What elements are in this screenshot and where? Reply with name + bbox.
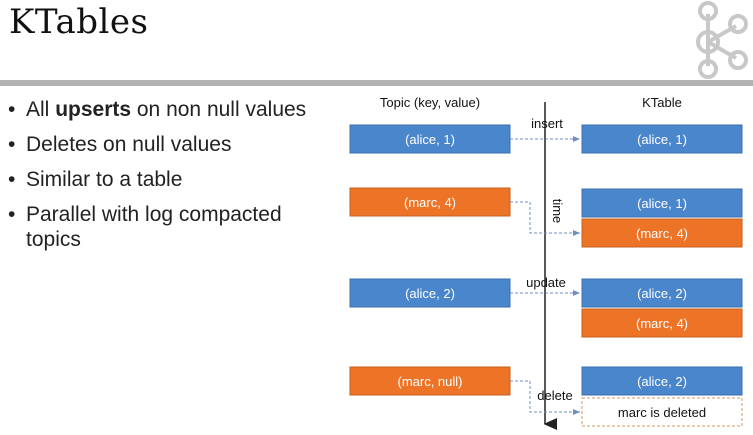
ktable-row <box>581 366 743 396</box>
header-rule <box>0 80 753 86</box>
ktable-header: KTable <box>642 95 682 110</box>
event-arrow <box>510 201 580 236</box>
ktable-row <box>581 124 743 154</box>
bullet-list: •All upserts on non null values •Deletes… <box>6 97 336 262</box>
ktable-row-label: (marc, 4) <box>636 316 688 331</box>
deleted-row <box>581 397 743 427</box>
bullet-item: •Deletes on null values <box>8 133 232 156</box>
kafka-logo-icon <box>696 1 748 79</box>
topic-record <box>349 278 511 308</box>
ktable-row <box>581 188 743 218</box>
event-label: update <box>526 275 566 290</box>
topic-record-label: (marc, 4) <box>404 195 456 210</box>
topic-record-label: (marc, null) <box>397 374 462 389</box>
ktable-row-label: (alice, 1) <box>637 196 687 211</box>
deleted-row-label: marc is deleted <box>618 405 706 420</box>
time-label: time <box>550 199 565 224</box>
ktable-row-label: (alice, 2) <box>637 286 687 301</box>
topic-record <box>349 124 511 154</box>
ktable-row <box>581 218 743 248</box>
topic-record-label: (alice, 1) <box>405 132 455 147</box>
event-marc: (marc, 4) time (alice, 1) (marc, 4) <box>349 187 743 248</box>
topic-record <box>349 366 511 396</box>
topic-header: Topic (key, value) <box>380 95 480 110</box>
event-arrow <box>510 380 580 415</box>
bullet-item: •All upserts on non null values <box>8 98 307 121</box>
ktable-row <box>581 308 743 338</box>
ktable-row-label: (alice, 1) <box>637 132 687 147</box>
event-label: insert <box>531 116 563 131</box>
ktable-row <box>581 278 743 308</box>
event-label: delete <box>537 388 572 403</box>
slide-title: KTables <box>9 2 149 42</box>
ktable-row-label: (marc, 4) <box>636 226 688 241</box>
event-delete: (marc, null) delete (alice, 2) marc is d… <box>349 366 743 427</box>
ktable-row-label: (alice, 2) <box>637 374 687 389</box>
topic-record-label: (alice, 2) <box>405 286 455 301</box>
bullet-item: •Similar to a table <box>8 168 183 191</box>
event-update: (alice, 2) update (alice, 2) (marc, 4) <box>349 275 743 338</box>
bullet-item: •Parallel with log compacted topics <box>8 203 282 251</box>
event-insert: (alice, 1) insert (alice, 1) <box>349 116 743 154</box>
